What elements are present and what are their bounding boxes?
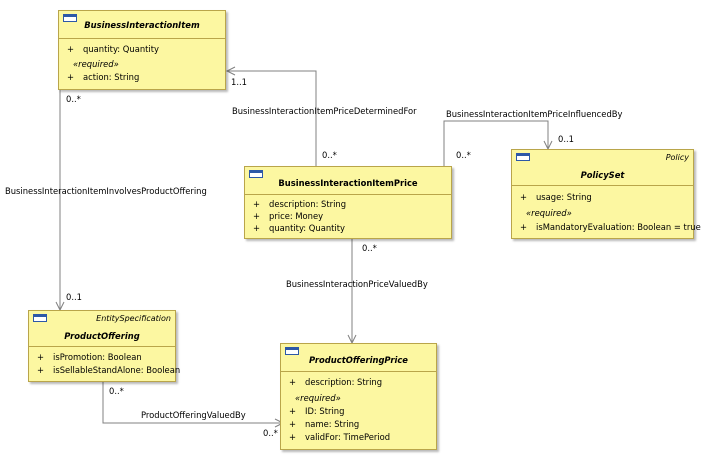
class-policy-set[interactable]: Policy PolicySet + usage: String «requir…	[511, 149, 701, 239]
section-label: «required»	[295, 393, 341, 403]
multiplicity-biip-influenced: 0..*	[456, 150, 471, 160]
visibility-marker: +	[253, 199, 261, 209]
class-icon	[285, 347, 299, 355]
assoc-determined-for-line[interactable]	[227, 70, 317, 166]
class-header: ProductOfferingPrice	[281, 344, 436, 372]
stereotype-section: «required»	[59, 58, 225, 70]
class-name: ProductOffering	[64, 331, 140, 341]
class-icon	[33, 314, 47, 322]
multiplicity-biip-valued: 0..*	[362, 243, 377, 253]
class-header: BusinessInteractionItem	[59, 11, 225, 39]
attribute-text: name: String	[305, 419, 360, 429]
visibility-marker: +	[289, 419, 297, 429]
visibility-marker: +	[67, 72, 75, 82]
assoc-label-influenced-by: BusinessInteractionItemPriceInfluencedBy	[446, 109, 623, 119]
attribute-text: description: String	[305, 377, 383, 387]
visibility-marker: +	[289, 432, 297, 442]
attribute-row[interactable]: + usage: String	[512, 191, 693, 203]
visibility-marker: +	[67, 44, 75, 54]
class-stereotype: EntitySpecification	[96, 314, 171, 323]
multiplicity-po-involves: 0..1	[66, 292, 82, 302]
class-header: EntitySpecification ProductOffering	[29, 311, 175, 347]
assoc-influenced-by-line[interactable]	[443, 120, 549, 166]
visibility-marker: +	[253, 211, 261, 221]
multiplicity-bii-determined: 1..1	[231, 77, 247, 87]
class-header: Policy PolicySet	[512, 150, 693, 186]
assoc-offering-valued-by-line[interactable]	[102, 382, 283, 424]
class-header: BusinessInteractionItemPrice	[245, 167, 451, 195]
attribute-text: isSellableStandAlone: Boolean	[53, 365, 181, 375]
class-name: ProductOfferingPrice	[309, 355, 408, 365]
assoc-label-determined-for: BusinessInteractionItemPriceDeterminedFo…	[232, 106, 417, 116]
stereotype-section: «required»	[512, 207, 693, 219]
attribute-row[interactable]: + isSellableStandAlone: Boolean	[29, 364, 180, 376]
attribute-row[interactable]: + description: String	[245, 198, 451, 210]
attribute-row[interactable]: + quantity: Quantity	[245, 222, 451, 234]
attribute-text: ID: String	[305, 406, 345, 416]
attribute-text: price: Money	[269, 211, 324, 221]
assoc-label-valued-by: BusinessInteractionPriceValuedBy	[286, 279, 428, 289]
attribute-row[interactable]: + isPromotion: Boolean	[29, 351, 175, 363]
attribute-text: usage: String	[536, 192, 592, 202]
attribute-row[interactable]: + name: String	[281, 418, 436, 430]
attribute-text: isMandatoryEvaluation: Boolean = true	[536, 222, 701, 232]
class-name: BusinessInteractionItem	[84, 20, 200, 30]
class-stereotype: Policy	[665, 153, 689, 162]
attribute-row[interactable]: + ID: String	[281, 405, 436, 417]
multiplicity-ps-influenced: 0..1	[558, 134, 574, 144]
attribute-row[interactable]: + isMandatoryEvaluation: Boolean = true	[512, 221, 701, 233]
class-business-interaction-item-price[interactable]: BusinessInteractionItemPrice + descripti…	[244, 166, 452, 239]
visibility-marker: +	[520, 192, 528, 202]
class-icon	[249, 170, 263, 178]
attribute-text: isPromotion: Boolean	[53, 352, 142, 362]
class-name: PolicySet	[580, 170, 625, 180]
attribute-row[interactable]: + description: String	[281, 376, 436, 388]
class-product-offering[interactable]: EntitySpecification ProductOffering + is…	[28, 310, 180, 382]
class-icon	[516, 153, 530, 161]
visibility-marker: +	[253, 223, 261, 233]
visibility-marker: +	[37, 352, 45, 362]
class-name: BusinessInteractionItemPrice	[278, 178, 418, 188]
attribute-text: action: String	[83, 72, 140, 82]
class-icon	[63, 14, 77, 22]
visibility-marker: +	[37, 365, 45, 375]
attribute-row[interactable]: + quantity: Quantity	[59, 43, 225, 55]
multiplicity-pop-offering-valued: 0..*	[263, 428, 278, 438]
arrowhead-bii-determined	[225, 66, 236, 76]
multiplicity-biip-determined: 0..*	[322, 150, 337, 160]
section-label: «required»	[73, 59, 119, 69]
attribute-text: quantity: Quantity	[83, 44, 159, 54]
visibility-marker: +	[289, 377, 297, 387]
visibility-marker: +	[289, 406, 297, 416]
assoc-label-involves-offering: BusinessInteractionItemInvolvesProductOf…	[5, 186, 207, 196]
class-business-interaction-item[interactable]: BusinessInteractionItem + quantity: Quan…	[58, 10, 226, 90]
class-product-offering-price[interactable]: ProductOfferingPrice + description: Stri…	[280, 343, 437, 450]
attribute-row[interactable]: + price: Money	[245, 210, 451, 222]
section-label: «required»	[526, 208, 572, 218]
assoc-label-offering-valued-by: ProductOfferingValuedBy	[141, 410, 246, 420]
multiplicity-bii-involves: 0..*	[66, 94, 81, 104]
attribute-text: validFor: TimePeriod	[305, 432, 391, 442]
multiplicity-po-offering-valued: 0..*	[109, 386, 124, 396]
attribute-row[interactable]: + validFor: TimePeriod	[281, 431, 436, 443]
stereotype-section: «required»	[281, 392, 436, 404]
visibility-marker: +	[520, 222, 528, 232]
attribute-text: quantity: Quantity	[269, 223, 345, 233]
attribute-row[interactable]: + action: String	[59, 71, 225, 83]
attribute-text: description: String	[269, 199, 347, 209]
